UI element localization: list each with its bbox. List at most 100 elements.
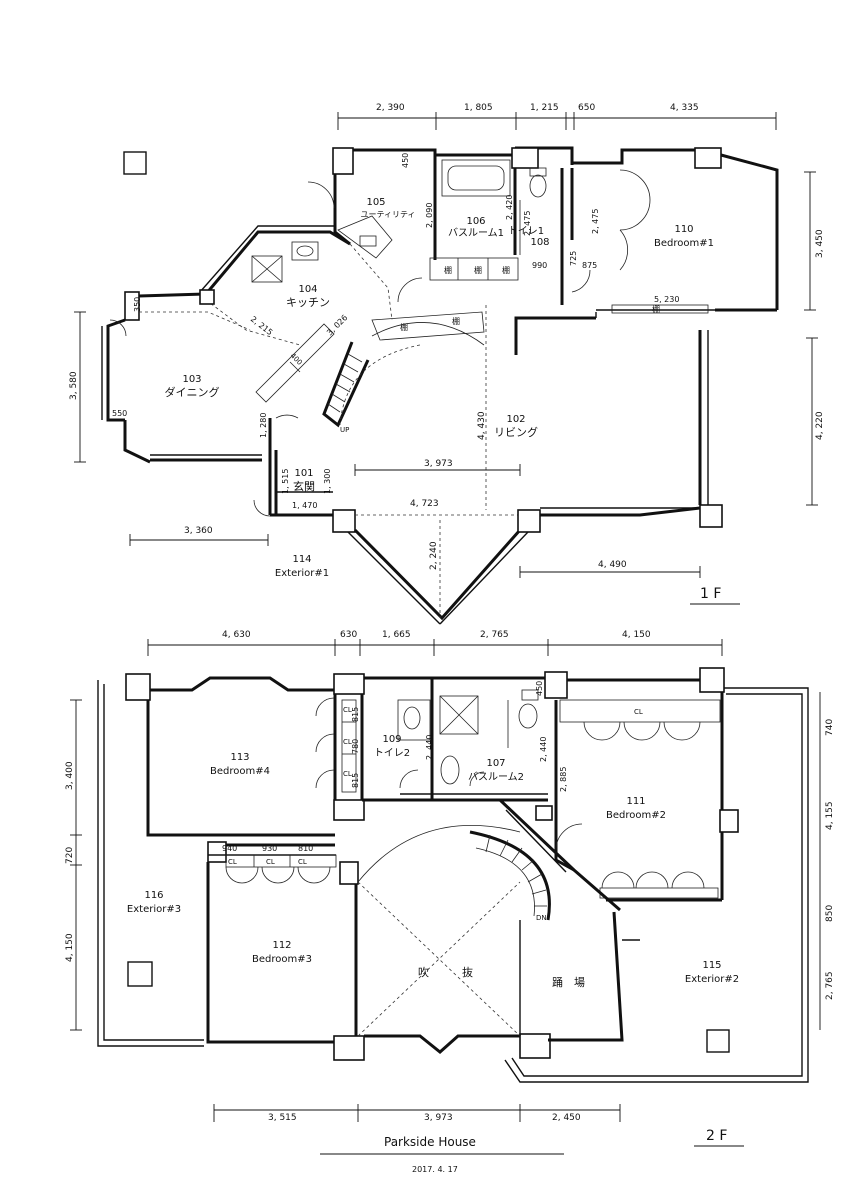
dim-740: 740: [825, 719, 835, 736]
dim-2765: 2, 765: [480, 630, 509, 640]
dim-940: 940: [222, 844, 237, 853]
room-108-name: トイレ1: [508, 226, 544, 237]
dim-3973: 3, 973: [424, 1113, 453, 1123]
floor-1-room-labels: 105 ユーティリティ 106 バスルーム1 108 トイレ1 110 Bedr…: [165, 197, 714, 579]
room-116-name: Exterior#3: [127, 904, 181, 915]
dim-850: 850: [825, 905, 835, 922]
floor-1-walls: 棚 棚 棚 棚: [101, 146, 779, 625]
room-107-name: バスルーム2: [468, 771, 524, 783]
cl-label: CL: [343, 770, 352, 778]
landing-label-2: 場: [574, 976, 585, 989]
room-114-number: 114: [292, 554, 311, 565]
room-105-number: 105: [366, 197, 385, 208]
dim-1300: 1, 300: [323, 469, 332, 494]
dim-3580: 3, 580: [69, 371, 79, 400]
room-111-number: 111: [626, 796, 645, 807]
dim-810: 810: [298, 844, 313, 853]
dim-3515: 3, 515: [268, 1113, 297, 1123]
dim-1805: 1, 805: [464, 103, 493, 113]
dim-4150: 4, 150: [622, 630, 651, 640]
floor-2-top-dimensions: 4, 630 630 1, 665 2, 765 4, 150: [147, 630, 723, 656]
room-113-number: 113: [230, 752, 249, 763]
room-111-name: Bedroom#2: [606, 810, 666, 821]
dim-720: 720: [65, 847, 75, 864]
dim-1470: 1, 470: [292, 501, 317, 510]
dim-3973: 3, 973: [424, 459, 453, 469]
dim-3026: 3, 026: [325, 313, 349, 337]
room-116-number: 116: [144, 890, 163, 901]
room-102-name: リビング: [494, 425, 538, 439]
room-106-name: バスルーム1: [448, 227, 504, 239]
dim-2440: 2, 440: [425, 735, 434, 760]
dim-2765: 2, 765: [825, 971, 835, 1000]
floor-1-label: 1 F: [700, 586, 721, 602]
floor-1-top-dimensions: 2, 390 1, 805 1, 215 650 4, 335: [337, 103, 777, 130]
dim-4723: 4, 723: [410, 499, 439, 509]
floor-1-plan: 2, 390 1, 805 1, 215 650 4, 335 棚: [69, 103, 825, 1053]
room-101-number: 101: [294, 468, 313, 479]
dim-650: 650: [578, 103, 595, 113]
cl-label: CL: [298, 858, 307, 866]
dim-2475: 2, 475: [591, 209, 600, 234]
dim-1515: 1, 515: [281, 469, 290, 494]
room-104-name: キッチン: [286, 296, 330, 309]
dim-2090: 2, 090: [425, 203, 434, 228]
shelf-label: 棚: [452, 316, 460, 326]
dim-3450: 3, 450: [815, 229, 825, 258]
dim-930: 930: [262, 844, 277, 853]
room-110-number: 110: [674, 224, 693, 235]
room-104-number: 104: [298, 284, 317, 295]
column-marker: [706, 1029, 730, 1053]
stair-up-label: UP: [340, 426, 349, 434]
room-102-number: 102: [506, 414, 525, 425]
dim-2240: 2, 240: [429, 541, 439, 570]
dim-4335: 4, 335: [670, 103, 699, 113]
room-101-name: 玄関: [293, 479, 315, 493]
drawing-title: Parkside House: [384, 1135, 476, 1149]
floor-2-room-labels: 113 Bedroom#4 109 トイレ2 107 バスルーム2 111 Be…: [127, 734, 739, 989]
floor-2-right-dimensions: 740 4, 155 850 2, 765 3, 400 720 4, 150 …: [65, 692, 835, 1123]
dim-5230: 5, 230: [654, 295, 679, 304]
room-106-number: 106: [466, 216, 485, 227]
room-109-name: トイレ2: [374, 748, 410, 759]
cl-label: CL: [343, 706, 352, 714]
dim-4220: 4, 220: [815, 411, 825, 440]
dim-4630: 4, 630: [222, 630, 251, 640]
floor-1-interior-dimensions: 450 2, 090 2, 420 2, 475 2, 475 990 725 …: [112, 153, 679, 510]
dim-350: 350: [133, 297, 142, 312]
dim-4155: 4, 155: [825, 801, 835, 830]
dim-630: 630: [340, 630, 357, 640]
stair-down-label: DN: [536, 914, 547, 922]
dim-2390: 2, 390: [376, 103, 405, 113]
dim-1665: 1, 665: [382, 630, 411, 640]
drawing-date: 2017. 4. 17: [412, 1165, 458, 1174]
room-110-name: Bedroom#1: [654, 238, 714, 249]
floor-2-plan: 4, 630 630 1, 665 2, 765 4, 150 CL CL: [65, 630, 835, 1147]
room-103-number: 103: [182, 374, 201, 385]
dim-2440: 2, 440: [539, 737, 548, 762]
room-113-name: Bedroom#4: [210, 766, 270, 777]
dim-1215: 1, 215: [530, 103, 559, 113]
dim-1280: 1, 280: [259, 413, 268, 438]
dim-3400: 3, 400: [65, 761, 75, 790]
cl-label: CL: [634, 708, 643, 716]
dim-2885: 2, 885: [559, 767, 568, 792]
dim-2475: 2, 475: [523, 211, 532, 236]
dim-3360: 3, 360: [184, 526, 213, 536]
landing-label-1: 踊: [552, 976, 563, 989]
column-marker: [127, 961, 153, 987]
dim-2450: 2, 450: [552, 1113, 581, 1123]
cl-label: CL: [343, 738, 352, 746]
cl-label: CL: [266, 858, 275, 866]
dim-450: 450: [535, 681, 544, 696]
dim-550: 550: [112, 409, 127, 418]
room-107-number: 107: [486, 758, 505, 769]
floor-1-right-dimensions: 3, 450 4, 220 3, 580 3, 360 3, 973 4, 72…: [69, 171, 825, 618]
title-block: Parkside House 2017. 4. 17: [320, 1135, 564, 1174]
floor-2-label: 2 F: [706, 1128, 727, 1144]
shelf-label: 棚: [444, 265, 452, 275]
dim-4430: 4, 430: [477, 411, 487, 440]
cl-label: CL: [228, 858, 237, 866]
shelf-label: 棚: [502, 265, 510, 275]
